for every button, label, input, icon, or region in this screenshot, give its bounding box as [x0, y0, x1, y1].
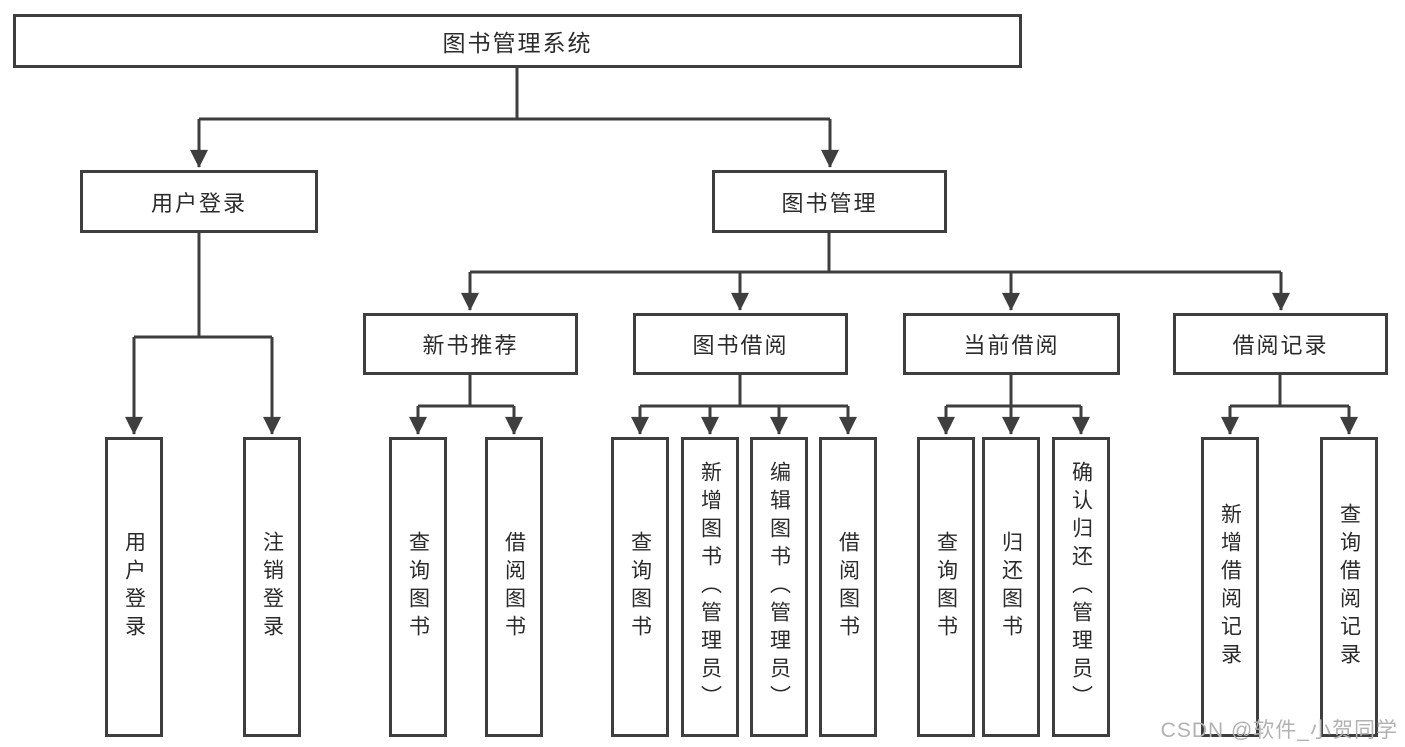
leaf-query-books-current-label: 查询图书: [934, 531, 958, 643]
leaf-query-books-borrow-label: 查询图书: [628, 531, 652, 643]
leaf-add-book-admin: 新增图书（管理员）: [681, 437, 739, 737]
node-new-book-recommend: 新书推荐: [363, 313, 578, 375]
node-book-borrow: 图书借阅: [633, 313, 848, 375]
leaf-add-book-admin-label: 新增图书（管理员）: [698, 461, 722, 713]
csdn-watermark: CSDN @软件_小贺同学: [1160, 719, 1398, 742]
leaf-query-books-borrow: 查询图书: [611, 437, 669, 737]
leaf-query-books-recommend: 查询图书: [389, 437, 447, 737]
leaf-edit-book-admin: 编辑图书（管理员）: [750, 437, 808, 737]
leaf-query-borrow-record: 查询借阅记录: [1320, 437, 1378, 737]
leaf-query-books-recommend-label: 查询图书: [406, 531, 430, 643]
leaf-query-borrow-record-label: 查询借阅记录: [1337, 503, 1361, 671]
leaf-logout-login: 注销登录: [243, 437, 301, 737]
leaf-borrow-books-borrow-label: 借阅图书: [836, 531, 860, 643]
node-book-management: 图书管理: [712, 170, 947, 233]
leaf-confirm-return-admin-label: 确认归还（管理员）: [1069, 461, 1093, 713]
node-borrow-records: 借阅记录: [1173, 313, 1388, 375]
leaf-borrow-books-recommend: 借阅图书: [485, 437, 543, 737]
leaf-user-login-label: 用户登录: [122, 531, 146, 643]
leaf-add-borrow-record-label: 新增借阅记录: [1218, 503, 1242, 671]
leaf-return-book-label: 归还图书: [999, 531, 1023, 643]
leaf-return-book: 归还图书: [982, 437, 1040, 737]
leaf-logout-login-label: 注销登录: [260, 531, 284, 643]
leaf-query-books-current: 查询图书: [917, 437, 975, 737]
leaf-add-borrow-record: 新增借阅记录: [1201, 437, 1259, 737]
node-current-borrow: 当前借阅: [903, 313, 1120, 375]
node-user-login: 用户登录: [80, 170, 318, 233]
leaf-confirm-return-admin: 确认归还（管理员）: [1052, 437, 1110, 737]
leaf-borrow-books-borrow: 借阅图书: [819, 437, 877, 737]
leaf-borrow-books-recommend-label: 借阅图书: [502, 531, 526, 643]
leaf-user-login: 用户登录: [105, 437, 163, 737]
node-root-library-system: 图书管理系统: [13, 14, 1022, 68]
leaf-edit-book-admin-label: 编辑图书（管理员）: [767, 461, 791, 713]
